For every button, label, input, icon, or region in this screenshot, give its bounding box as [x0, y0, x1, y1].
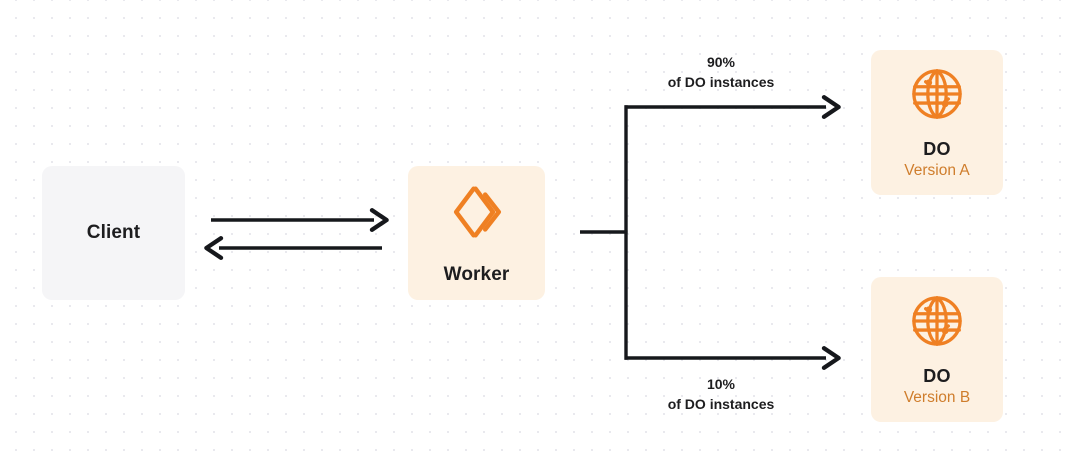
client-label: Client: [86, 222, 141, 243]
node-do-version-b[interactable]: DO Version B: [871, 277, 1003, 422]
edge-label-10-percent: 10% of DO instances: [635, 374, 807, 415]
do-b-text: DO Version B: [904, 365, 970, 408]
node-worker[interactable]: Worker: [408, 166, 545, 300]
do-a-version: Version A: [904, 161, 970, 179]
worker-label: Worker: [443, 263, 510, 285]
edge-label-90-percent: 90% of DO instances: [635, 52, 807, 93]
globe-icon: [908, 65, 966, 128]
do-a-title: DO: [923, 138, 951, 159]
node-do-version-a[interactable]: DO Version A: [871, 50, 1003, 195]
edge-label-top-percent: 90%: [706, 54, 736, 70]
do-b-title: DO: [923, 365, 951, 386]
do-b-version: Version B: [903, 388, 971, 406]
node-client[interactable]: Client: [42, 166, 185, 300]
do-a-text: DO Version A: [904, 138, 970, 181]
edge-label-top-text: of DO instances: [667, 74, 775, 91]
cloudflare-workers-icon: [446, 181, 508, 248]
globe-icon: [908, 292, 966, 355]
edge-label-bottom-text: of DO instances: [667, 396, 775, 413]
edge-label-bottom-percent: 10%: [706, 376, 736, 392]
